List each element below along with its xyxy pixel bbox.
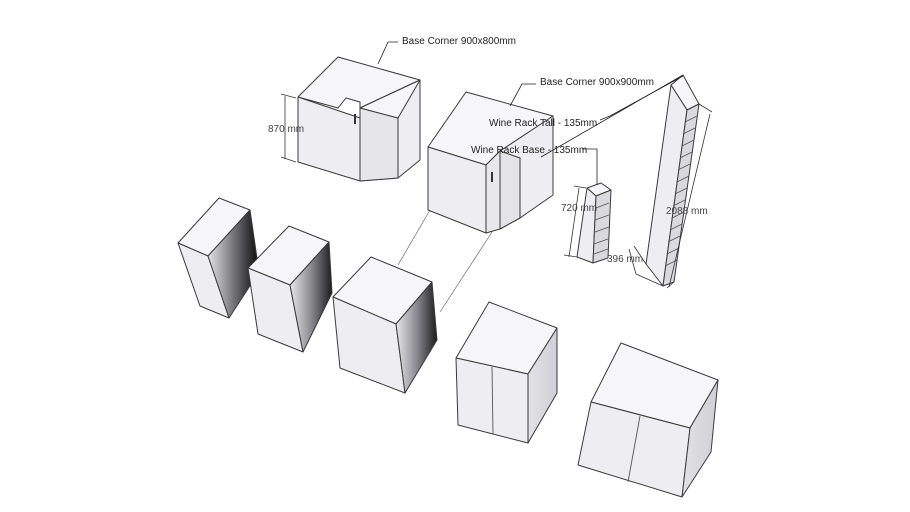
dimension-870 <box>280 93 297 163</box>
wine-rack-tall-cabinet[interactable] <box>645 74 700 287</box>
leader-line-corner-800 <box>377 41 398 65</box>
dimension-2088 <box>666 103 713 289</box>
wine-rack-tall-shelves <box>664 115 698 267</box>
base-cabinet-3[interactable] <box>332 256 438 394</box>
dimension-label-396: 396 mm <box>607 254 643 265</box>
leader-line-wine-base <box>582 148 598 185</box>
dimension-label-2088: 2088 mm <box>666 206 708 217</box>
base-corner-900x800-cabinet[interactable] <box>297 56 421 182</box>
dimension-720 <box>563 185 587 258</box>
base-cabinet-5-double-door[interactable] <box>577 342 719 498</box>
base-cabinet-1[interactable] <box>177 197 260 319</box>
label-base-corner-900x900: Base Corner 900x900mm <box>540 77 654 88</box>
dimension-label-720: 720 mm <box>561 203 597 214</box>
label-base-corner-900x800: Base Corner 900x800mm <box>402 36 516 47</box>
wine-rack-base-shelves <box>593 202 610 255</box>
leader-line-corner-900 <box>509 83 536 107</box>
guide-line <box>439 231 493 313</box>
guide-line <box>397 209 431 266</box>
door-handle-icon <box>491 172 493 182</box>
label-wine-rack-tall: Wine Rack Tall - 135mm <box>489 118 597 129</box>
base-corner-900x900-cabinet[interactable] <box>427 91 554 234</box>
door-split-line <box>627 415 641 483</box>
dimension-396 <box>628 245 664 287</box>
dimension-label-870: 870 mm <box>268 124 304 135</box>
leader-line-wine-tall-2 <box>540 74 684 158</box>
base-cabinet-4-double-door[interactable] <box>455 301 558 444</box>
wine-rack-base-cabinet[interactable] <box>576 182 612 264</box>
base-cabinet-2[interactable] <box>247 225 333 353</box>
label-wine-rack-base: Wine Rack Base - 135mm <box>471 145 587 156</box>
door-split-line <box>491 366 494 435</box>
door-handle-icon <box>354 114 356 124</box>
